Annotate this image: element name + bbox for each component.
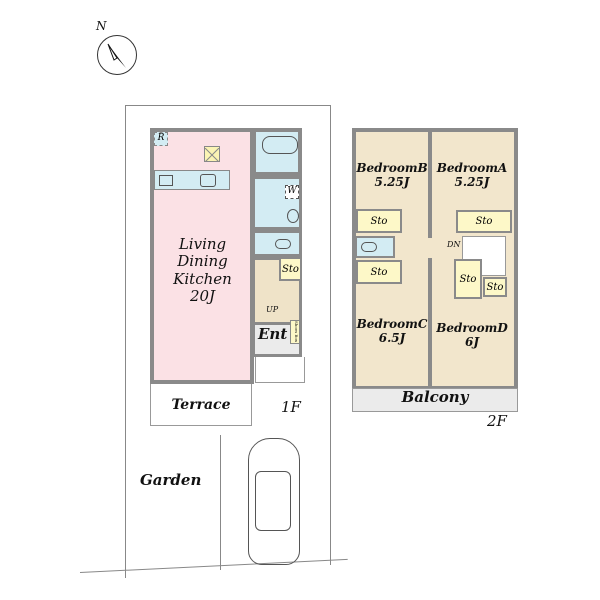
terrace-label: Terrace <box>171 397 231 413</box>
porch <box>255 357 305 383</box>
bedroom-c-size: 6.5J <box>378 330 406 345</box>
storage-c: Sto <box>356 260 402 284</box>
lot-boundary-right <box>330 105 331 565</box>
bathtub-icon <box>262 136 298 154</box>
driveway-line <box>220 435 221 570</box>
car-icon <box>248 438 300 565</box>
floor-2f-label: 2F <box>487 412 507 430</box>
storage-d-small: Sto <box>483 277 507 297</box>
shoe-box: Shoes Box <box>290 320 300 344</box>
skylight-icon <box>204 146 220 163</box>
wall <box>428 258 432 386</box>
terrace <box>150 384 252 426</box>
storage-d: Sto <box>454 259 482 299</box>
garden-label: Garden <box>140 471 202 489</box>
road-line <box>79 558 348 573</box>
balcony <box>352 388 518 412</box>
storage-a: Sto <box>456 210 512 233</box>
wall <box>428 132 432 238</box>
compass-icon <box>97 35 137 75</box>
ldk-label-dining: Dining <box>177 252 228 271</box>
north-label: N <box>96 19 107 33</box>
toilet-room <box>252 230 302 257</box>
bedroom-d-name: BedroomD <box>436 321 508 335</box>
bedroom-a-name: BedroomA <box>436 161 508 175</box>
lot-boundary-left <box>125 105 126 578</box>
toilet-2f <box>355 236 395 258</box>
lot-boundary-top <box>125 105 330 106</box>
bedroom-a-size: 5.25J <box>454 174 490 189</box>
storage-1f: Sto <box>279 257 302 281</box>
sink-icon <box>200 174 216 187</box>
bedroom-b-size: 5.25J <box>374 174 410 189</box>
bathroom <box>252 128 302 176</box>
entrance-label: Ent <box>258 325 288 343</box>
washer: W <box>285 185 299 199</box>
stairs-up-label: UP <box>266 305 279 314</box>
washbasin-icon <box>287 209 299 223</box>
toilet-icon <box>361 242 377 252</box>
washroom: W <box>252 176 302 230</box>
kitchen-counter <box>154 170 230 190</box>
balcony-label: Balcony <box>401 388 469 406</box>
refrigerator: R <box>154 132 168 146</box>
ldk-label: Living Dining Kitchen 20J <box>160 235 245 305</box>
storage-b: Sto <box>356 209 402 233</box>
bedroom-d-size: 6J <box>464 334 480 349</box>
stairs-down-label: DN <box>447 240 461 249</box>
floor-1f-label: 1F <box>281 398 301 416</box>
car-roof <box>255 471 291 531</box>
bedroom-b-name: BedroomB <box>356 161 428 175</box>
stove-icon <box>159 175 173 186</box>
ldk-label-kitchen: Kitchen <box>173 269 232 288</box>
toilet-icon <box>275 239 291 249</box>
ldk-label-living: Living <box>178 235 227 253</box>
bedroom-c-name: BedroomC <box>356 317 428 331</box>
ldk-size: 20J <box>189 286 216 305</box>
